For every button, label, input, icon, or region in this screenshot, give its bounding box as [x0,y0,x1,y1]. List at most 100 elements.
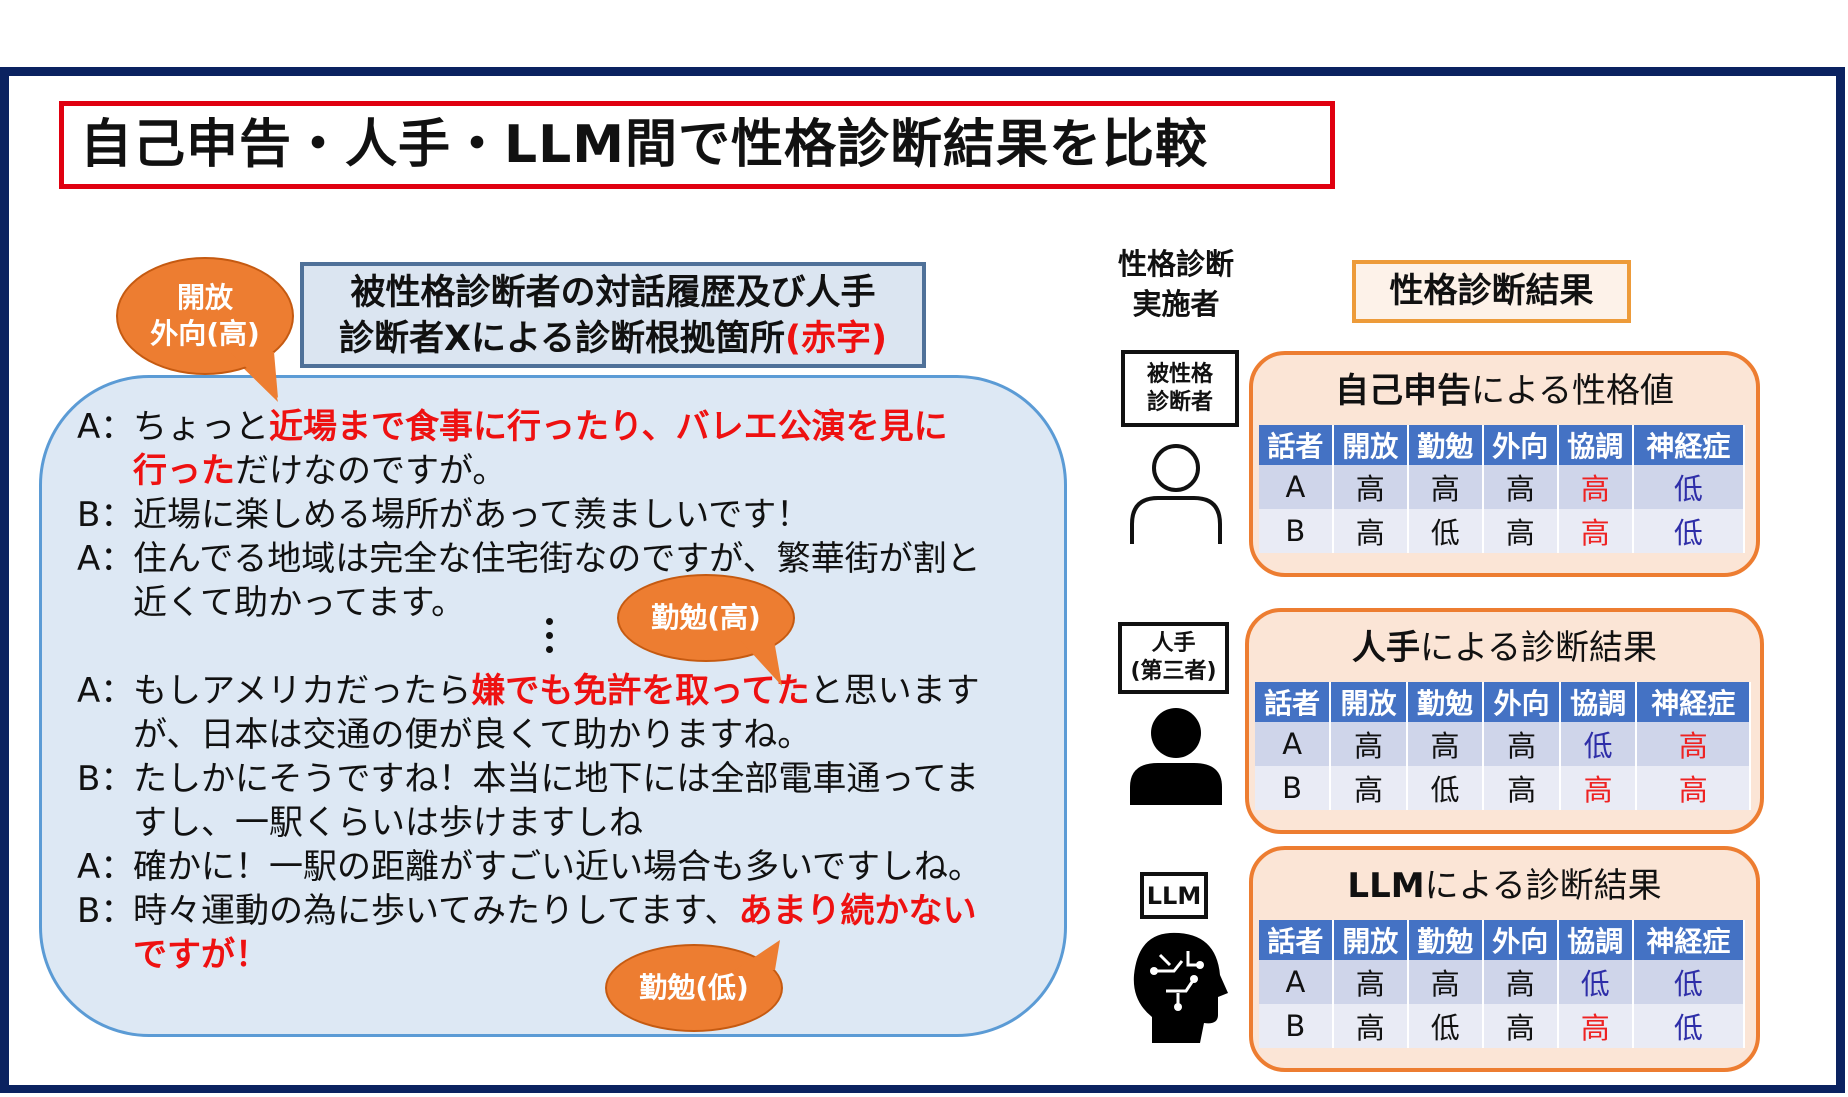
column-header: 開放 [1330,682,1408,722]
table-cell: 低 [1407,1004,1484,1048]
table-cell: 高 [1483,722,1561,766]
table-cell: 低 [1632,960,1746,1004]
table-cell: A [1255,722,1332,766]
table-cell: 高 [1482,960,1559,1004]
table-cell: B [1255,766,1332,810]
dialogue-line: A：ちょっと近場まで食事に行ったり、バレエ公演を見に [77,405,982,449]
column-header: 神経症 [1632,920,1746,960]
evidence-text: 行った [133,451,235,491]
dialogue-text: が、日本は交通の便が良くて助かりますね。 [133,715,812,755]
dialogue-line [77,625,982,669]
table-cell: 高 [1636,766,1751,810]
dialogue-line: すし、一駅くらいは歩けますしね [77,801,982,845]
self-report-label: 被性格診断者 [1121,350,1239,427]
dialogue-line: 行っただけなのですが。 [77,449,982,493]
table-cell: 低 [1407,509,1484,553]
dialogue-text: 近くて助かってます。 [133,583,466,623]
dialogue-text: たしかにそうですね！本当に地下には全部電車通ってま [133,759,979,799]
table-cell: 低 [1406,766,1485,810]
column-header: 協調 [1557,920,1634,960]
ellipsis-icon [546,618,554,660]
table-cell: 高 [1482,1004,1559,1048]
bubble-tail [740,640,782,686]
dialogue-text: 住んでる地域は完全な住宅街なのですが、繁華街が割と [133,539,981,579]
table-cell: 高 [1407,960,1484,1004]
table-cell: 高 [1557,1004,1634,1048]
bubble-tail [735,940,780,970]
dialogue-text: もしアメリカだったら [133,671,472,711]
panel-title: 自己申告による性格値 [1335,371,1674,411]
column-header: 協調 [1557,425,1634,465]
ai-head-icon [1133,932,1228,1043]
column-header: 協調 [1559,682,1638,722]
dialogue-text: 時々運動の為に歩いてみたりしてます、 [133,891,739,931]
dialogue-line: A：確かに！一駅の距離がすごい近い場合も多いですしね。 [77,845,982,889]
executor-header: 性格診断実施者 [1117,247,1234,321]
dialogue-line: ですが！ [77,933,982,977]
table-cell: 高 [1557,509,1634,553]
table-cell: 高 [1332,960,1409,1004]
dialogue-text: と思います [809,671,980,711]
slide-frame [0,67,1845,1093]
speaker-label: A： [77,847,135,887]
speaker-label [77,933,133,977]
speaker-label: B： [77,759,135,799]
dialogue-text: すし、一駅くらいは歩けますしね [133,803,643,843]
column-header: 開放 [1332,425,1409,465]
panel-title: 人手による診断結果 [1352,628,1657,668]
column-header: 勤勉 [1406,682,1485,722]
dialogue-line: B：時々運動の為に歩いてみたりしてます、あまり続かない [77,889,982,933]
bubble-tail [230,352,278,398]
table-cell: 高 [1483,766,1561,810]
table-cell: 高 [1330,722,1408,766]
column-header: 神経症 [1636,682,1751,722]
column-header: 勤勉 [1407,920,1484,960]
column-header: 話者 [1255,682,1332,722]
dialogue-text: 近場に楽しめる場所があって羨ましいです！ [133,495,811,535]
table-cell: B [1259,1004,1334,1048]
table-cell: 高 [1482,509,1559,553]
speaker-label: A： [77,407,135,447]
dialogue-line: B：近場に楽しめる場所があって羨ましいです！ [77,493,982,537]
evidence-text: 近場まで食事に行ったり、バレエ公演を見に [269,407,948,447]
results-header: 性格診断結果 [1352,260,1631,323]
table-cell: 高 [1406,722,1485,766]
speaker-label [77,713,133,757]
llm-label: LLM [1140,872,1208,919]
dialogue-text: 確かに！一駅の距離がすごい近い場合も多いですしね。 [133,847,982,887]
table-cell: 高 [1636,722,1751,766]
human-rater-label: 人手(第三者) [1118,622,1229,694]
evidence-text: 嫌でも免許を取ってた [471,671,810,711]
table-cell: 高 [1482,465,1559,509]
dialogue-line: 近くて助かってます。 [77,581,982,625]
table-cell: 低 [1632,509,1746,553]
column-header: 外向 [1482,425,1559,465]
table-cell: 高 [1332,509,1409,553]
table-cell: A [1259,960,1334,1004]
speaker-label [77,449,133,493]
column-header: 話者 [1259,425,1334,465]
dialogue-label: 被性格診断者の対話履歴及び人手 診断者Xによる診断根拠箇所(赤字) [300,262,926,368]
dialogue-text: ちょっと [133,407,269,447]
column-header: 開放 [1332,920,1409,960]
table-cell: 高 [1330,766,1408,810]
speaker-label: A： [77,671,135,711]
speaker-label [77,625,133,669]
person-outline-icon [1130,444,1222,544]
column-header: 外向 [1482,920,1559,960]
speaker-label: B： [77,891,135,931]
evidence-text: ですが！ [133,935,269,975]
dialogue-text: A：ちょっと近場まで食事に行ったり、バレエ公演を見に行っただけなのですが。B：近… [77,405,982,977]
table-cell: 低 [1632,465,1746,509]
